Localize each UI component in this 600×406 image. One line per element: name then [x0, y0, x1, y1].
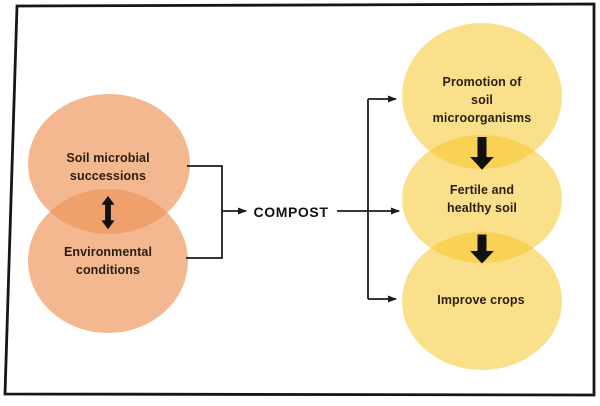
- left-circle-environmental: [28, 189, 188, 333]
- right-circle-1-label: Promotion of soil microorganisms: [432, 75, 532, 125]
- right-circle-3-label: Improve crops: [437, 293, 525, 307]
- down-arrow-icon: [470, 137, 494, 170]
- left-circle-2-label: Environmental conditions: [63, 245, 153, 277]
- outer-frame: [3, 2, 596, 397]
- right-circle-2-label: Fertile and healthy soil: [447, 183, 517, 215]
- right-circle-promotion: [402, 23, 562, 169]
- down-arrow-icon: [470, 234, 494, 264]
- left-circle-1-label: Soil microbial successions: [66, 151, 150, 183]
- compost-hub-label: COMPOST: [253, 204, 329, 220]
- right-circle-improve: [402, 232, 562, 370]
- left-bracket-connector: [186, 165, 223, 259]
- right-circle-fertile: [402, 135, 562, 263]
- double-arrow-icon: [101, 196, 115, 230]
